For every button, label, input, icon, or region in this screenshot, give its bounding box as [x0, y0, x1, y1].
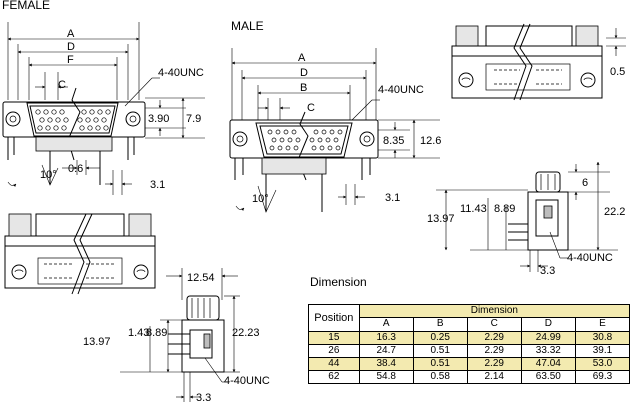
male-pin-row-2	[271, 137, 339, 143]
female-dim-d: D	[67, 41, 75, 53]
value-cell-d: 24.99	[520, 331, 576, 345]
male-side-view: 6 22.2 13.97 11.43 8.89 4-40UNC 3.3	[427, 161, 625, 277]
female-dim-7-9: 7.9	[186, 113, 201, 125]
female-dim-f: F	[67, 54, 74, 66]
female-title: FEMALE	[2, 0, 50, 12]
position-cell: 15	[308, 331, 360, 345]
male-dim-b: B	[300, 82, 307, 94]
position-header: Position	[308, 304, 360, 332]
value-cell-c: 2.29	[466, 344, 522, 358]
column-header-b: B	[412, 316, 468, 333]
value-cell-b: 0.58	[412, 370, 468, 384]
female-dim-3-1: 3.1	[150, 179, 165, 191]
male-pin-row-1	[267, 129, 343, 135]
value-cell-e: 69.3	[574, 370, 630, 384]
position-cell: 44	[308, 357, 360, 371]
value-cell-a: 54.8	[358, 370, 414, 384]
value-cell-c: 2.29	[466, 331, 522, 345]
male-dim-0-5: 0.5	[610, 66, 625, 78]
position-cell: 62	[308, 370, 360, 384]
column-header-e: E	[574, 316, 630, 333]
value-cell-b: 0.25	[412, 331, 468, 345]
column-header-a: A	[358, 316, 414, 333]
female-dim-12-54: 12.54	[187, 272, 215, 284]
male-angle: 10°	[252, 193, 269, 205]
female-dim-13-97: 13.97	[83, 336, 111, 348]
value-cell-b: 0.51	[412, 357, 468, 371]
male-top-view: 0.5	[451, 23, 626, 101]
value-cell-e: 39.1	[574, 344, 630, 358]
male-dim-3-1: 3.1	[385, 192, 400, 204]
male-title: MALE	[231, 19, 264, 33]
male-thread-label: 4-40UNC	[378, 84, 424, 96]
value-cell-e: 53.0	[574, 357, 630, 371]
male-dim-3-3: 3.3	[540, 265, 555, 277]
male-dim-8-35: 8.35	[383, 135, 404, 147]
value-cell-a: 16.3	[358, 331, 414, 345]
male-dim-a: A	[298, 52, 306, 64]
female-pin-row-1	[35, 109, 111, 115]
female-thread-label: 4-40UNC	[158, 67, 204, 79]
female-pin-row-2	[39, 117, 107, 123]
value-cell-d: 47.04	[520, 357, 576, 371]
female-angle: 10°	[40, 169, 57, 181]
value-cell-d: 33.32	[520, 344, 576, 358]
male-dim-11-43: 11.43	[460, 203, 487, 215]
column-header-c: C	[466, 316, 522, 333]
female-dim-8-89: 8.89	[146, 327, 167, 339]
male-dim-12-6: 12.6	[420, 135, 441, 147]
value-cell-d: 63.50	[520, 370, 576, 384]
female-dim-1-43: 1.43	[128, 327, 149, 339]
value-cell-e: 30.8	[574, 331, 630, 345]
female-front-view: FEMALE A D F C	[2, 0, 205, 195]
value-cell-b: 0.51	[412, 344, 468, 358]
female-bottom-view	[4, 213, 156, 295]
female-side-view: 12.54 13.97 1.43 8.89 22.23 4-40UNC 3.3	[83, 268, 270, 404]
male-dim-6: 6	[582, 177, 588, 189]
male-dim-c: C	[307, 102, 315, 114]
position-cell: 26	[308, 344, 360, 358]
female-dim-a: A	[67, 28, 75, 40]
female-thread-side: 4-40UNC	[224, 375, 270, 387]
male-dim-d: D	[300, 67, 308, 79]
female-dim-3-3: 3.3	[196, 392, 211, 404]
value-cell-a: 24.7	[358, 344, 414, 358]
column-header-d: D	[520, 316, 576, 333]
male-thread-side: 4-40UNC	[567, 252, 613, 264]
dimension-table-title: Dimension	[310, 275, 367, 289]
male-dim-22-2: 22.2	[604, 206, 625, 218]
dimension-group-header: Dimension	[358, 304, 630, 318]
value-cell-a: 38.4	[358, 357, 414, 371]
male-dim-8-89: 8.89	[494, 203, 515, 215]
value-cell-c: 2.29	[466, 357, 522, 371]
male-front-view: MALE A D B C 4-40UNC	[229, 19, 441, 213]
male-pin-row-3	[269, 145, 341, 151]
female-pin-row-3	[37, 125, 109, 131]
value-cell-c: 2.14	[466, 370, 522, 384]
female-dim-3-90: 3.90	[148, 113, 169, 125]
female-dim-c: C	[58, 79, 66, 91]
female-dim-22-23: 22.23	[232, 327, 260, 339]
female-dim-0-6: 0.6	[68, 163, 83, 175]
male-dim-13-97: 13.97	[427, 213, 455, 225]
